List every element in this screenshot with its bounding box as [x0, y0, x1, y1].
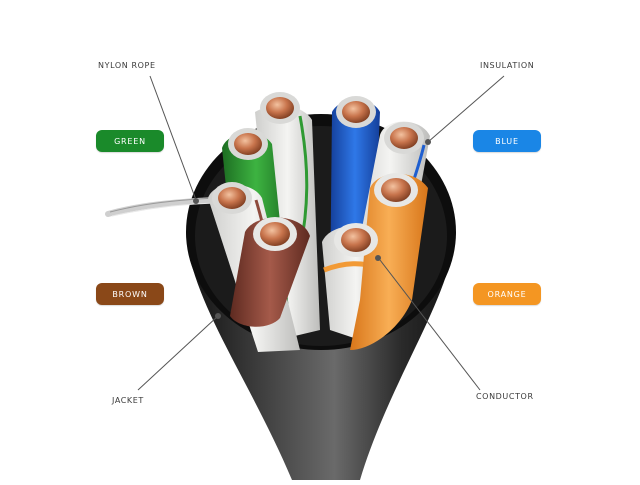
label-conductor: CONDUCTOR	[476, 392, 534, 401]
callout-line-conductor	[379, 259, 481, 391]
tag-green: GREEN	[96, 130, 164, 152]
callout-lines	[137, 75, 505, 391]
label-insulation: INSULATION	[480, 61, 535, 70]
callout-line-nylon-rope	[149, 75, 197, 201]
label-jacket: JACKET	[112, 396, 144, 405]
callout-dots	[193, 139, 431, 319]
wire-orange	[350, 173, 428, 350]
label-nylon-rope: NYLON ROPE	[98, 61, 156, 70]
conductor-ends	[212, 92, 424, 257]
callout-line-insulation	[427, 75, 505, 143]
tag-orange: ORANGE	[473, 283, 541, 305]
tag-blue: BLUE	[473, 130, 541, 152]
nylon-rope	[105, 197, 218, 217]
callout-line-jacket	[137, 315, 219, 391]
tag-brown: BROWN	[96, 283, 164, 305]
